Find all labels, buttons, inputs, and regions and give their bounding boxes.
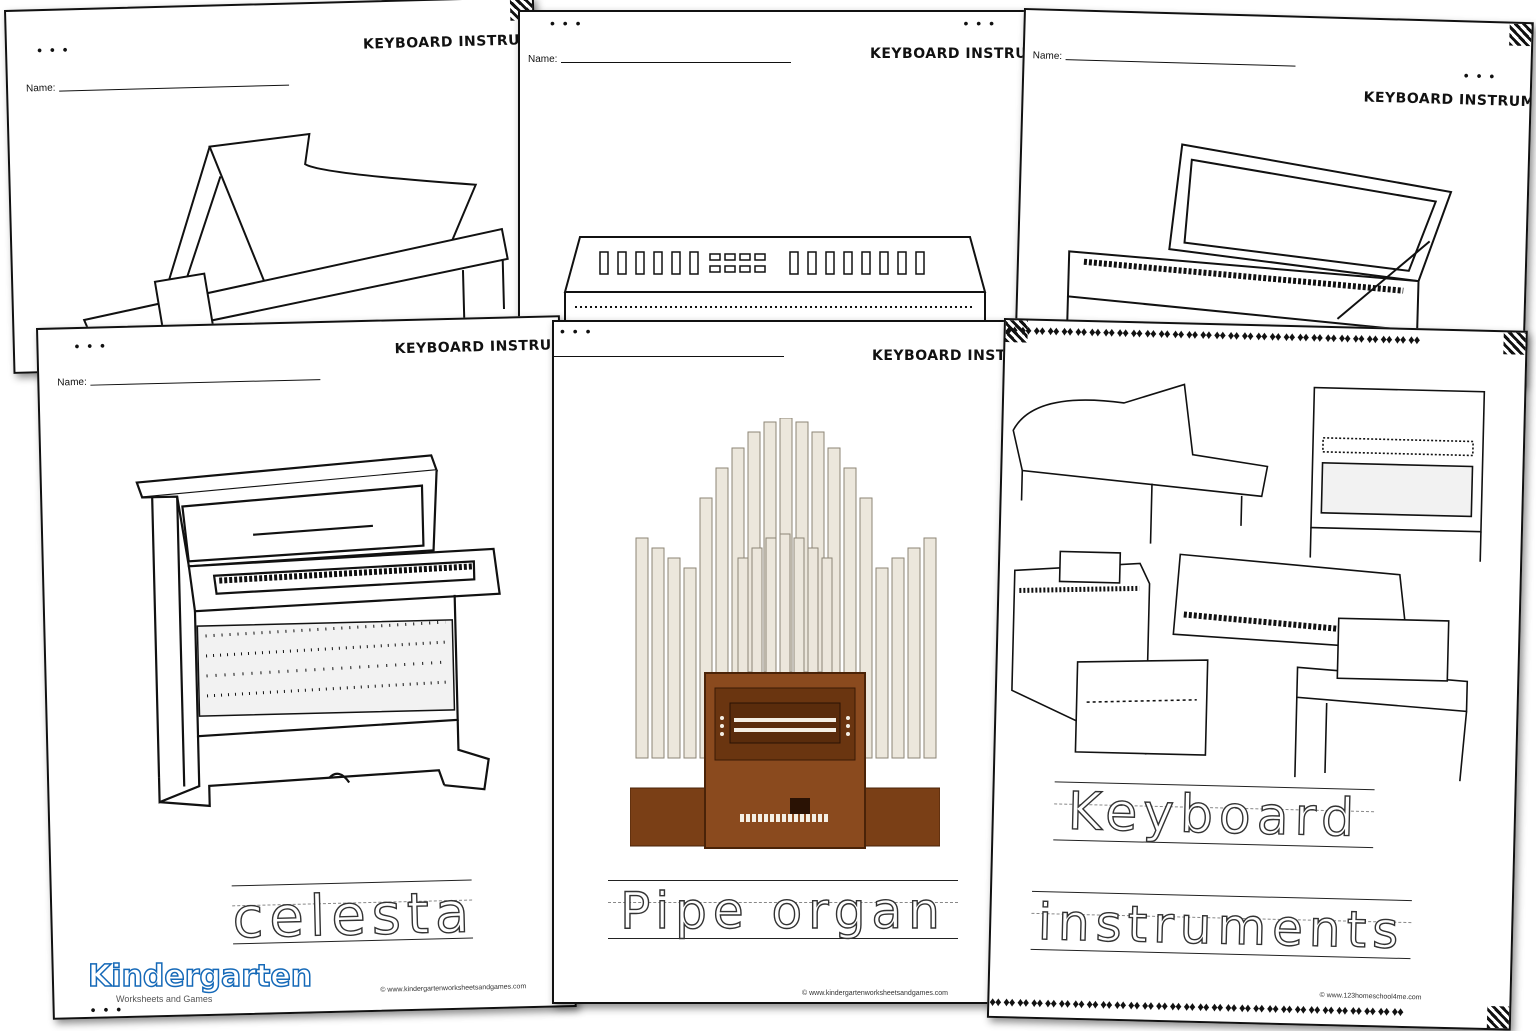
trace-word-pipe-organ: Pipe organ (619, 882, 946, 940)
trace-word-keyboard: Keyboard (1066, 781, 1361, 850)
name-rule (1066, 59, 1296, 67)
dots-decoration: • • • (560, 323, 593, 339)
footer-credit: © www.kindergartenworksheetsandgames.com (802, 990, 949, 997)
logo-subtitle: Worksheets and Games (116, 994, 213, 1004)
tracing-lines: Keyboard (1053, 781, 1375, 851)
synthesizer-illustration (563, 236, 987, 342)
name-rule (90, 379, 321, 386)
pipe-organ-illustration (630, 418, 940, 849)
name-field: Name: (1033, 50, 1297, 68)
name-field: Name: (25, 77, 290, 95)
worksheet-header: KEYBOARD INSTRUMENT (394, 336, 577, 358)
celesta-illustration (135, 454, 501, 808)
clavichord-illustration (1065, 143, 1453, 362)
tracing-lines: instruments (1030, 890, 1412, 962)
name-field (554, 356, 784, 359)
logo-title: Kindergarten (87, 959, 313, 994)
worksheet-header: KEYBOARD INSTRUMENT (1363, 89, 1534, 112)
dots-decoration: • • • (1463, 67, 1497, 85)
worksheet-celesta: • • • KEYBOARD INSTRUMENT Name: celesta … (36, 315, 577, 1020)
worksheet-header: KEYBOARD INSTRUMENT (872, 348, 1016, 364)
worksheet-pipe-organ: • • • KEYBOARD INSTRUMENT Pipe (552, 320, 1016, 1004)
name-rule (554, 356, 784, 357)
keyboard-instruments-collage (1011, 383, 1486, 782)
corner-decoration (1509, 23, 1532, 47)
footer-credit: © www.123homeschool4me.com (1319, 991, 1422, 1002)
trace-word-instruments: instruments (1037, 892, 1406, 960)
dots-decoration: • • • (90, 1001, 124, 1018)
worksheet-clavichord: • • • KEYBOARD INSTRUMENT Name: (1013, 8, 1534, 387)
worksheet-synthesizer: • • • • • • KEYBOARD INSTRUMENT Name: (518, 10, 1028, 374)
name-field: Name: (57, 371, 321, 388)
chain-border-bottom: ♦♦ ♦♦ ♦♦ ♦♦ ♦♦ ♦♦ ♦♦ ♦♦ ♦♦ ♦♦ ♦♦ ♦♦ ♦♦ ♦… (989, 995, 1404, 1019)
dots-decoration: • • • (36, 41, 70, 59)
worksheet-keyboard-instruments: ♦♦ ♦♦ ♦♦ ♦♦ ♦♦ ♦♦ ♦♦ ♦♦ ♦♦ ♦♦ ♦♦ ♦♦ ♦♦ ♦… (986, 318, 1528, 1031)
corner-decoration (1486, 1006, 1510, 1029)
dots-decoration: • • • (550, 15, 583, 31)
worksheet-header: KEYBOARD INSTRUMENT (362, 31, 544, 53)
name-rule (59, 84, 290, 92)
tracing-lines: celesta (231, 879, 477, 952)
dots-decoration: • • • (963, 15, 996, 31)
kindergarten-logo: Kindergarten Worksheets and Games (87, 959, 313, 1004)
footer-credit: © www.kindergartenworksheetsandgames.com (380, 983, 527, 994)
dots-decoration: • • • (74, 337, 108, 355)
name-label: Name: (57, 376, 87, 389)
name-field: Name: (528, 54, 792, 65)
name-label: Name: (1032, 50, 1063, 63)
name-label: Name: (528, 54, 558, 65)
name-rule (561, 62, 792, 63)
tracing-lines: Pipe organ (608, 880, 958, 942)
trace-word-celesta: celesta (231, 880, 477, 952)
name-label: Name: (25, 82, 56, 95)
worksheet-header: KEYBOARD INSTRUMENT (870, 46, 1028, 62)
